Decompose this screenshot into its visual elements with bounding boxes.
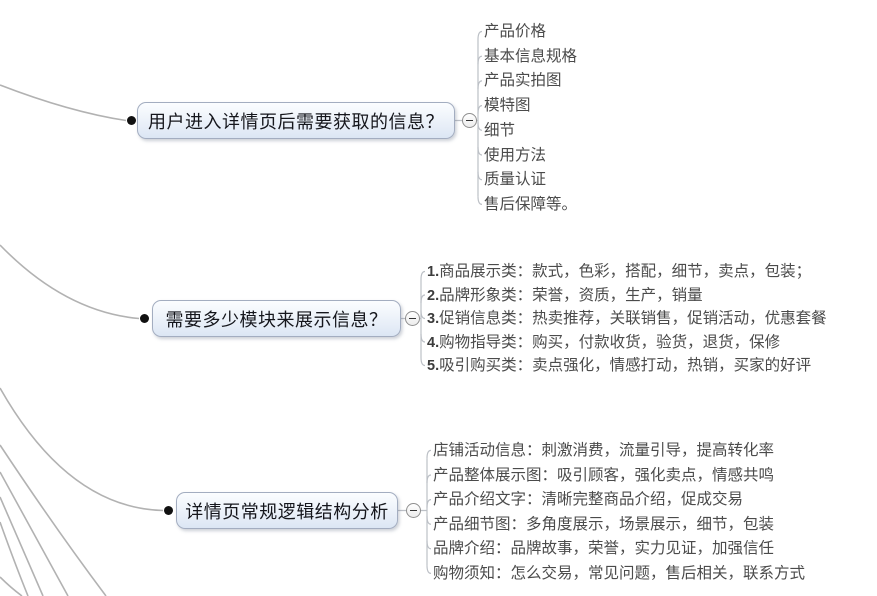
- subtopic-text: 吸引购买类：卖点强化，情感打动，热销，买家的好评: [439, 357, 812, 374]
- subtopic-text: 店铺活动信息：刺激消费，流量引导，提高转化率: [433, 441, 775, 459]
- subtopic-item[interactable]: 产品价格: [484, 21, 546, 42]
- child-hook-curve: [477, 122, 483, 131]
- subtopic-item[interactable]: 产品实拍图: [484, 70, 562, 91]
- subtopic-item[interactable]: 使用方法: [484, 145, 546, 166]
- subtopic-text: 购物须知：怎么交易，常见问题，售后相关，联系方式: [433, 564, 806, 582]
- subtopic-item[interactable]: 产品细节图：多角度展示，场景展示，细节，包装: [433, 514, 774, 535]
- subtopic-text: 使用方法: [484, 146, 547, 164]
- subtopic-item[interactable]: 1.商品展示类：款式，色彩，搭配，细节，卖点，包装；: [427, 261, 811, 282]
- collapse-button[interactable]: [404, 311, 420, 326]
- subtopic-item[interactable]: 店铺活动信息：刺激消费，流量引导，提高转化率: [433, 440, 774, 461]
- subtopic-number: 3.: [427, 311, 440, 327]
- subtopic-text: 基本信息规格: [484, 47, 578, 65]
- child-hook-curve: [426, 474, 432, 484]
- subtopic-item[interactable]: 4.购物指导类：购买，付款收货，验货，退货，保修: [427, 332, 780, 353]
- root-branch-curve-offscreen: [0, 521, 29, 596]
- subtopic-number: 2.: [427, 287, 440, 304]
- root-branch-curve-offscreen: [0, 471, 69, 596]
- subtopic-text: 商品展示类：款式，色彩，搭配，细节，卖点，包装；: [439, 263, 812, 280]
- child-hook-curve: [426, 540, 432, 550]
- child-hook-curve: [426, 499, 432, 508]
- child-hook-curve: [426, 565, 432, 574]
- minus-icon: [409, 510, 417, 511]
- topic-node[interactable]: 详情页常规逻辑结构分析: [176, 492, 398, 529]
- subtopic-text: 产品整体展示图：吸引顾客，强化卖点，情感共鸣: [433, 466, 775, 484]
- subtopic-item[interactable]: 2.品牌形象类：荣誉，资质，生产，销量: [427, 285, 703, 306]
- root-branch-curve: [0, 244, 140, 320]
- subtopic-item[interactable]: 品牌介绍：品牌故事，荣誉，实力见证，加强信任: [433, 538, 774, 559]
- child-hook-curve: [477, 30, 483, 40]
- subtopic-number: 5.: [427, 358, 440, 374]
- subtopic-item[interactable]: 产品介绍文字：清晰完整商品介绍，促成交易: [433, 489, 743, 510]
- child-hook-curve: [477, 105, 483, 114]
- subtopic-text: 产品实拍图: [484, 72, 562, 90]
- connection-dot: [126, 116, 136, 125]
- subtopic-item[interactable]: 产品整体展示图：吸引顾客，强化卖点，情感共鸣: [433, 465, 774, 486]
- subtopic-text: 产品价格: [484, 23, 547, 40]
- minus-icon: [465, 120, 473, 121]
- subtopic-text: 购物指导类：购买，付款收货，验货，退货，保修: [439, 333, 781, 351]
- root-branch-curve: [0, 84, 127, 122]
- subtopic-text: 售后保障等。: [484, 195, 578, 213]
- child-hook-curve: [420, 357, 426, 367]
- subtopic-text: 品牌形象类：荣誉，资质，生产，销量: [439, 286, 703, 304]
- child-hook-curve: [477, 80, 483, 89]
- subtopic-text: 品牌介绍：品牌故事，荣誉，实力见证，加强信任: [433, 540, 775, 558]
- subtopic-item[interactable]: 质量认证: [484, 169, 546, 190]
- subtopic-text: 细节: [484, 121, 516, 139]
- child-hook-curve: [420, 310, 426, 320]
- minus-icon: [408, 318, 416, 319]
- topic-node[interactable]: 需要多少模块来展示信息？: [152, 300, 401, 337]
- child-hook-curve: [477, 171, 483, 181]
- subtopic-text: 模特图: [484, 97, 531, 115]
- connection-dot: [163, 506, 173, 515]
- root-branch-curve-offscreen: [0, 496, 44, 596]
- root-branch-curve: [0, 387, 164, 512]
- subtopic-item[interactable]: 3.促销信息类：热卖推荐，关联销售，促销活动，优惠套餐: [427, 308, 827, 329]
- subtopic-item[interactable]: 细节: [484, 120, 515, 141]
- root-branch-curve-offscreen: [0, 444, 107, 596]
- subtopic-text: 质量认证: [484, 171, 547, 189]
- subtopic-item[interactable]: 基本信息规格: [484, 46, 577, 67]
- subtopic-item[interactable]: 模特图: [484, 95, 531, 116]
- child-hook-curve: [420, 294, 426, 304]
- child-hook-curve: [420, 270, 426, 280]
- child-hook-curve: [477, 55, 483, 65]
- subtopic-text: 产品细节图：多角度展示，场景展示，细节，包装: [433, 515, 775, 533]
- collapse-button[interactable]: [461, 113, 477, 128]
- subtopic-number: 1.: [427, 264, 440, 280]
- root-branch-curve-offscreen: [0, 576, 23, 596]
- child-hook-curve: [477, 146, 483, 156]
- subtopic-text: 促销信息类：热卖推荐，关联销售，促销活动，优惠套餐: [439, 310, 827, 327]
- child-hook-curve: [420, 333, 426, 343]
- child-hook-curve: [426, 516, 432, 525]
- connection-dot: [139, 314, 149, 323]
- child-hook-curve: [477, 196, 483, 205]
- subtopic-item[interactable]: 购物须知：怎么交易，常见问题，售后相关，联系方式: [433, 563, 805, 584]
- subtopic-number: 4.: [427, 334, 440, 351]
- subtopic-item[interactable]: 5.吸引购买类：卖点强化，情感打动，热销，买家的好评: [427, 355, 811, 376]
- collapse-button[interactable]: [405, 503, 421, 518]
- child-hook-curve: [426, 449, 432, 459]
- topic-node[interactable]: 用户进入详情页后需要获取的信息？: [137, 102, 455, 139]
- subtopic-item[interactable]: 售后保障等。: [484, 194, 577, 215]
- subtopic-text: 产品介绍文字：清晰完整商品介绍，促成交易: [433, 491, 744, 509]
